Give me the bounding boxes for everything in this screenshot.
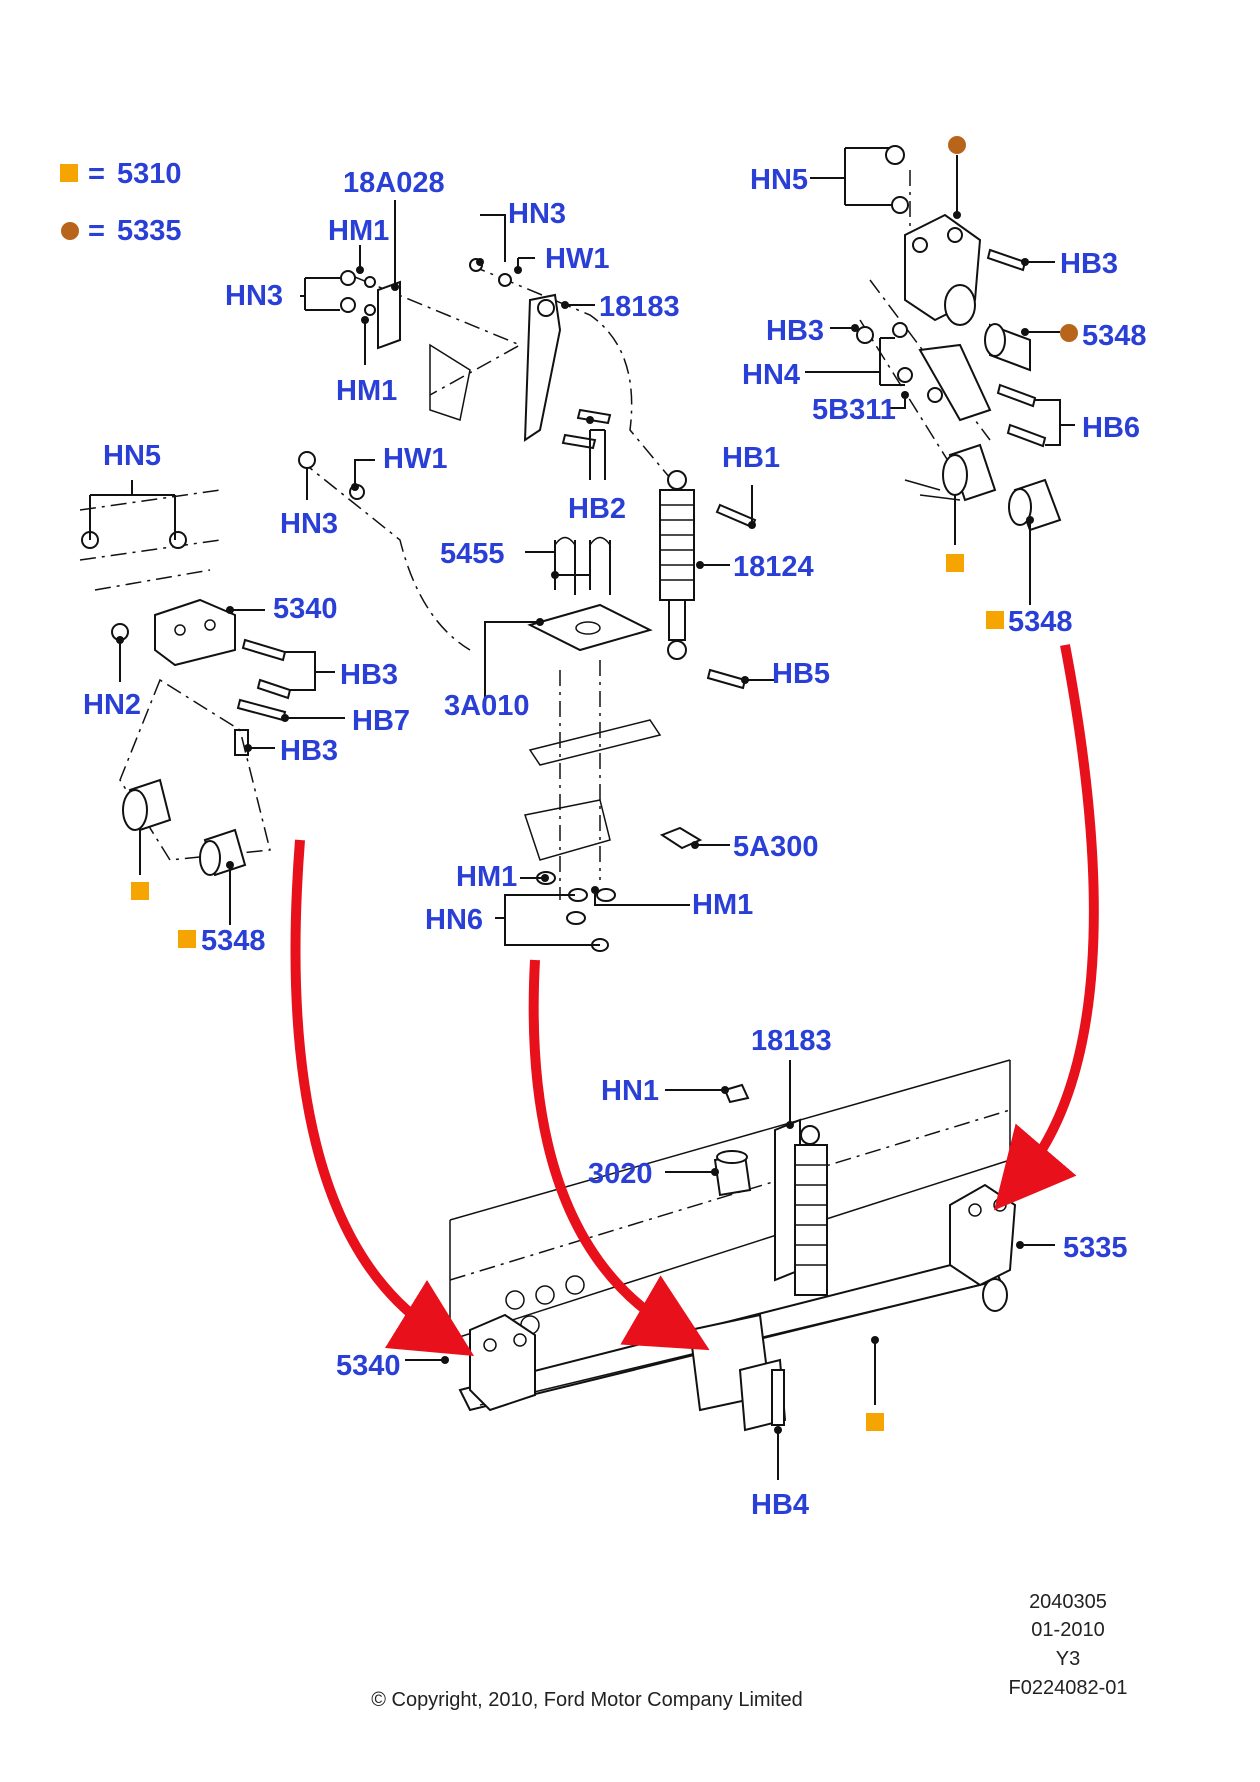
label-5455: 5455 — [440, 538, 505, 570]
label-5A300: 5A300 — [733, 831, 818, 863]
label-18183: 18183 — [599, 291, 680, 323]
label-3020: 3020 — [588, 1158, 653, 1190]
label-5348: 5348 — [1082, 320, 1147, 352]
markers — [131, 136, 1078, 1431]
legend-square-code: 5310 — [117, 158, 182, 190]
label-5B311: 5B311 — [812, 394, 896, 426]
square-marker-icon — [131, 882, 149, 900]
label-18A028: 18A028 — [343, 167, 445, 199]
square-marker-icon — [178, 930, 196, 948]
label-HN2: HN2 — [83, 689, 141, 721]
label-HB3: HB3 — [766, 315, 824, 347]
arrow-to-front-hanger — [290, 839, 475, 1357]
part-labels: 18A028 HM1 HN3 HM1 HN3 HW1 18183 HB2 HW1… — [83, 164, 1147, 1521]
label-HB6: HB6 — [1082, 412, 1140, 444]
label-HN5: HN5 — [750, 164, 808, 196]
square-marker-icon — [946, 554, 964, 572]
label-HB3: HB3 — [340, 659, 398, 691]
arrow-to-axle-mount — [528, 959, 710, 1351]
circle-marker-icon — [1060, 324, 1078, 342]
label-HN3: HN3 — [280, 508, 338, 540]
label-3A010: 3A010 — [444, 690, 529, 722]
legend: = 5310 = 5335 — [60, 158, 182, 247]
circle-marker-icon — [61, 222, 79, 240]
label-HB7: HB7 — [352, 705, 410, 737]
label-HN6: HN6 — [425, 904, 483, 936]
label-HW1: HW1 — [545, 243, 609, 275]
label-5335: 5335 — [1063, 1232, 1128, 1264]
label-HN3: HN3 — [508, 198, 566, 230]
label-HB1: HB1 — [722, 442, 780, 474]
legend-equals-1: = — [88, 158, 105, 190]
rear-shackle-group — [856, 145, 1062, 532]
label-5340: 5340 — [273, 593, 338, 625]
info-line-2: 01-2010 — [1031, 1619, 1104, 1641]
legend-equals-2: = — [88, 215, 105, 247]
square-marker-icon — [866, 1413, 884, 1431]
arrow-to-rear-shackle — [993, 644, 1099, 1211]
label-HN1: HN1 — [601, 1075, 659, 1107]
label-HB2: HB2 — [568, 493, 626, 525]
leader-lines — [89, 147, 1075, 1480]
label-5340: 5340 — [336, 1350, 401, 1382]
label-18124: 18124 — [733, 551, 814, 583]
label-HM1: HM1 — [336, 375, 397, 407]
label-HW1: HW1 — [383, 443, 447, 475]
label-HN4: HN4 — [742, 359, 800, 391]
shackle-bracket-group — [298, 258, 681, 651]
square-marker-icon — [60, 164, 78, 182]
assembled-view — [449, 1059, 1017, 1432]
label-HB5: HB5 — [772, 658, 830, 690]
label-HB3: HB3 — [1060, 248, 1118, 280]
label-HN3: HN3 — [225, 280, 283, 312]
label-HM1: HM1 — [692, 889, 753, 921]
label-HB3: HB3 — [280, 735, 338, 767]
legend-circle-code: 5335 — [117, 215, 182, 247]
label-HB4: HB4 — [751, 1489, 809, 1521]
front-hanger-group — [79, 489, 292, 877]
assembly-arrows — [290, 644, 1099, 1357]
label-HM1: HM1 — [328, 215, 389, 247]
label-5348: 5348 — [1008, 606, 1073, 638]
info-line-4: F0224082-01 — [1009, 1677, 1128, 1699]
label-18183: 18183 — [751, 1025, 832, 1057]
label-HN5: HN5 — [103, 440, 161, 472]
info-line-3: Y3 — [1056, 1648, 1080, 1670]
info-block: 2040305 01-2010 Y3 F0224082-01 — [1009, 1591, 1128, 1699]
copyright-notice: © Copyright, 2010, Ford Motor Company Li… — [371, 1689, 803, 1711]
label-5348: 5348 — [201, 925, 266, 957]
axle-mount-group — [524, 470, 757, 952]
info-line-1: 2040305 — [1029, 1591, 1107, 1613]
circle-marker-icon — [948, 136, 966, 154]
label-HM1: HM1 — [456, 861, 517, 893]
square-marker-icon — [986, 611, 1004, 629]
